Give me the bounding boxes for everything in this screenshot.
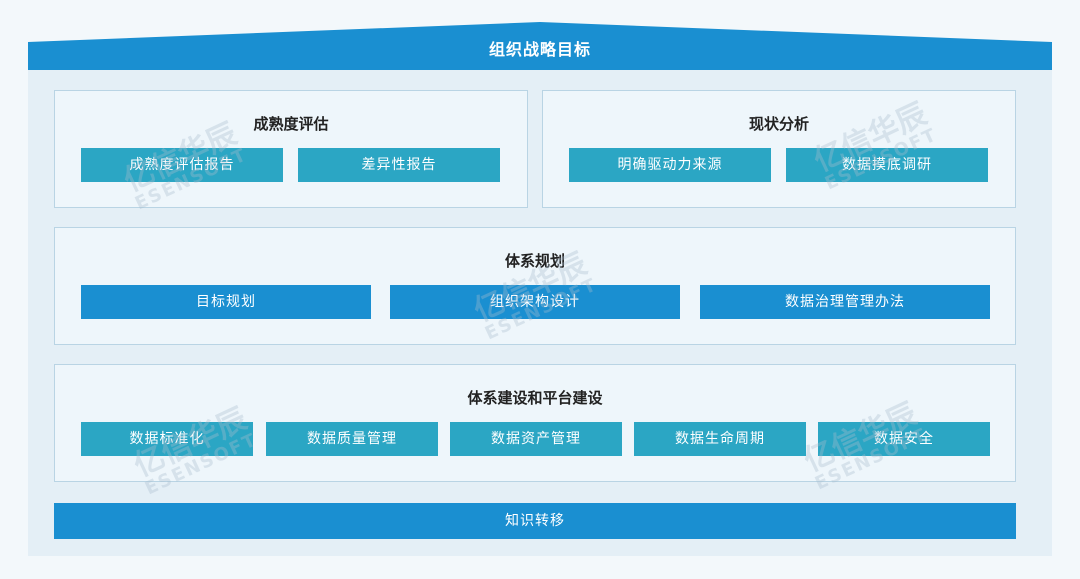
chip-difference-report: 差异性报告 [298, 148, 500, 182]
chip-data-lifecycle: 数据生命周期 [634, 422, 806, 456]
panel-status: 现状分析 明确驱动力来源 数据摸底调研 [542, 90, 1016, 208]
bottom-banner: 知识转移 [54, 503, 1016, 539]
top-banner-shape [28, 22, 1052, 70]
panel-maturity: 成熟度评估 成熟度评估报告 差异性报告 [54, 90, 528, 208]
panel-building-title: 体系建设和平台建设 [467, 389, 603, 407]
panel-planning: 体系规划 目标规划 组织架构设计 数据治理管理办法 [54, 227, 1016, 345]
chip-org-design: 组织架构设计 [390, 285, 680, 319]
chip-data-quality: 数据质量管理 [266, 422, 438, 456]
top-banner-label: 组织战略目标 [488, 40, 591, 59]
chip-data-standardization: 数据标准化 [81, 422, 253, 456]
chip-maturity-report: 成熟度评估报告 [81, 148, 283, 182]
chip-driver-source: 明确驱动力来源 [569, 148, 771, 182]
panel-maturity-title: 成熟度评估 [253, 115, 329, 133]
top-banner: 组织战略目标 [28, 22, 1052, 70]
panel-building: 体系建设和平台建设 数据标准化 数据质量管理 数据资产管理 数据生命周期 数据安… [54, 364, 1016, 482]
chip-governance-rules: 数据治理管理办法 [700, 285, 990, 319]
chip-data-assets: 数据资产管理 [450, 422, 622, 456]
chip-goal-planning: 目标规划 [81, 285, 371, 319]
chip-data-security: 数据安全 [818, 422, 990, 456]
panel-planning-title: 体系规划 [504, 252, 565, 270]
panel-status-title: 现状分析 [748, 115, 809, 133]
chip-data-survey: 数据摸底调研 [786, 148, 988, 182]
